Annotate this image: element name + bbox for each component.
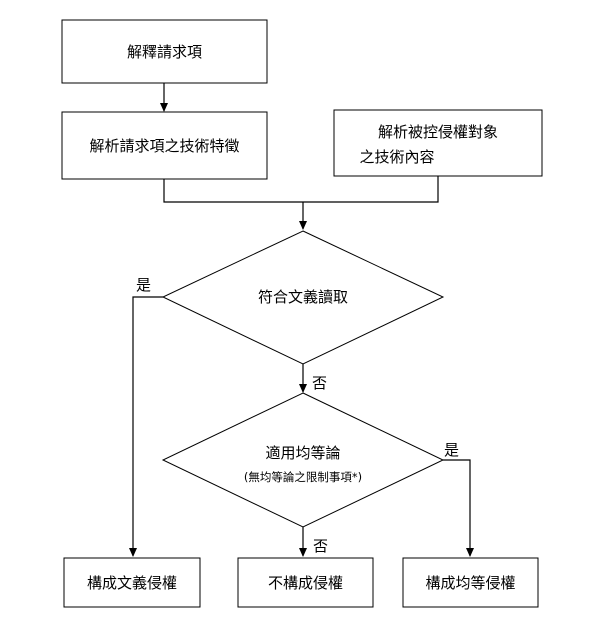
edge-doe-yes-label: 是 [444, 441, 459, 459]
edge-doe-yes [443, 459, 474, 557]
node-no-infringement: 不構成侵權 [237, 557, 374, 608]
node-analyze-accused-product: 解析被控侵權對象 之技術內容 [333, 109, 543, 177]
node-no-infringement-label: 不構成侵權 [268, 574, 343, 592]
edge-literal-yes-label: 是 [136, 276, 151, 294]
node-doe-label: 適用均等論 [265, 444, 340, 462]
node-analyze-accused-label-line1: 解析被控侵權對象 [378, 123, 498, 141]
node-equivalent-infringement: 構成均等侵權 [402, 557, 539, 608]
edge-doe-no-label: 否 [313, 537, 328, 555]
edge-literal-yes [129, 296, 163, 557]
edge-merge-connector [163, 176, 439, 203]
node-doctrine-of-equivalents-decision: 適用均等論 (無均等論之限制事項*) [161, 392, 445, 528]
edge-literal-no-label: 否 [312, 374, 327, 392]
node-interpret-claims: 解釋請求項 [61, 19, 268, 84]
node-analyze-claim-features-label: 解析請求項之技術特徵 [89, 137, 239, 155]
node-literal-infringement-label: 構成文義侵權 [87, 574, 177, 592]
node-literal-reading-label: 符合文義讀取 [258, 288, 348, 306]
node-interpret-claims-label: 解釋請求項 [127, 43, 202, 61]
node-equivalent-infringement-label: 構成均等侵權 [425, 574, 515, 592]
node-analyze-accused-label-line2: 之技術內容 [359, 148, 434, 166]
node-literal-infringement: 構成文義侵權 [63, 557, 201, 608]
node-doe-limitations-label: (無均等論之限制事項*) [244, 470, 362, 484]
node-literal-reading-decision: 符合文義讀取 [161, 230, 445, 365]
node-analyze-claim-features: 解析請求項之技術特徵 [61, 111, 268, 180]
